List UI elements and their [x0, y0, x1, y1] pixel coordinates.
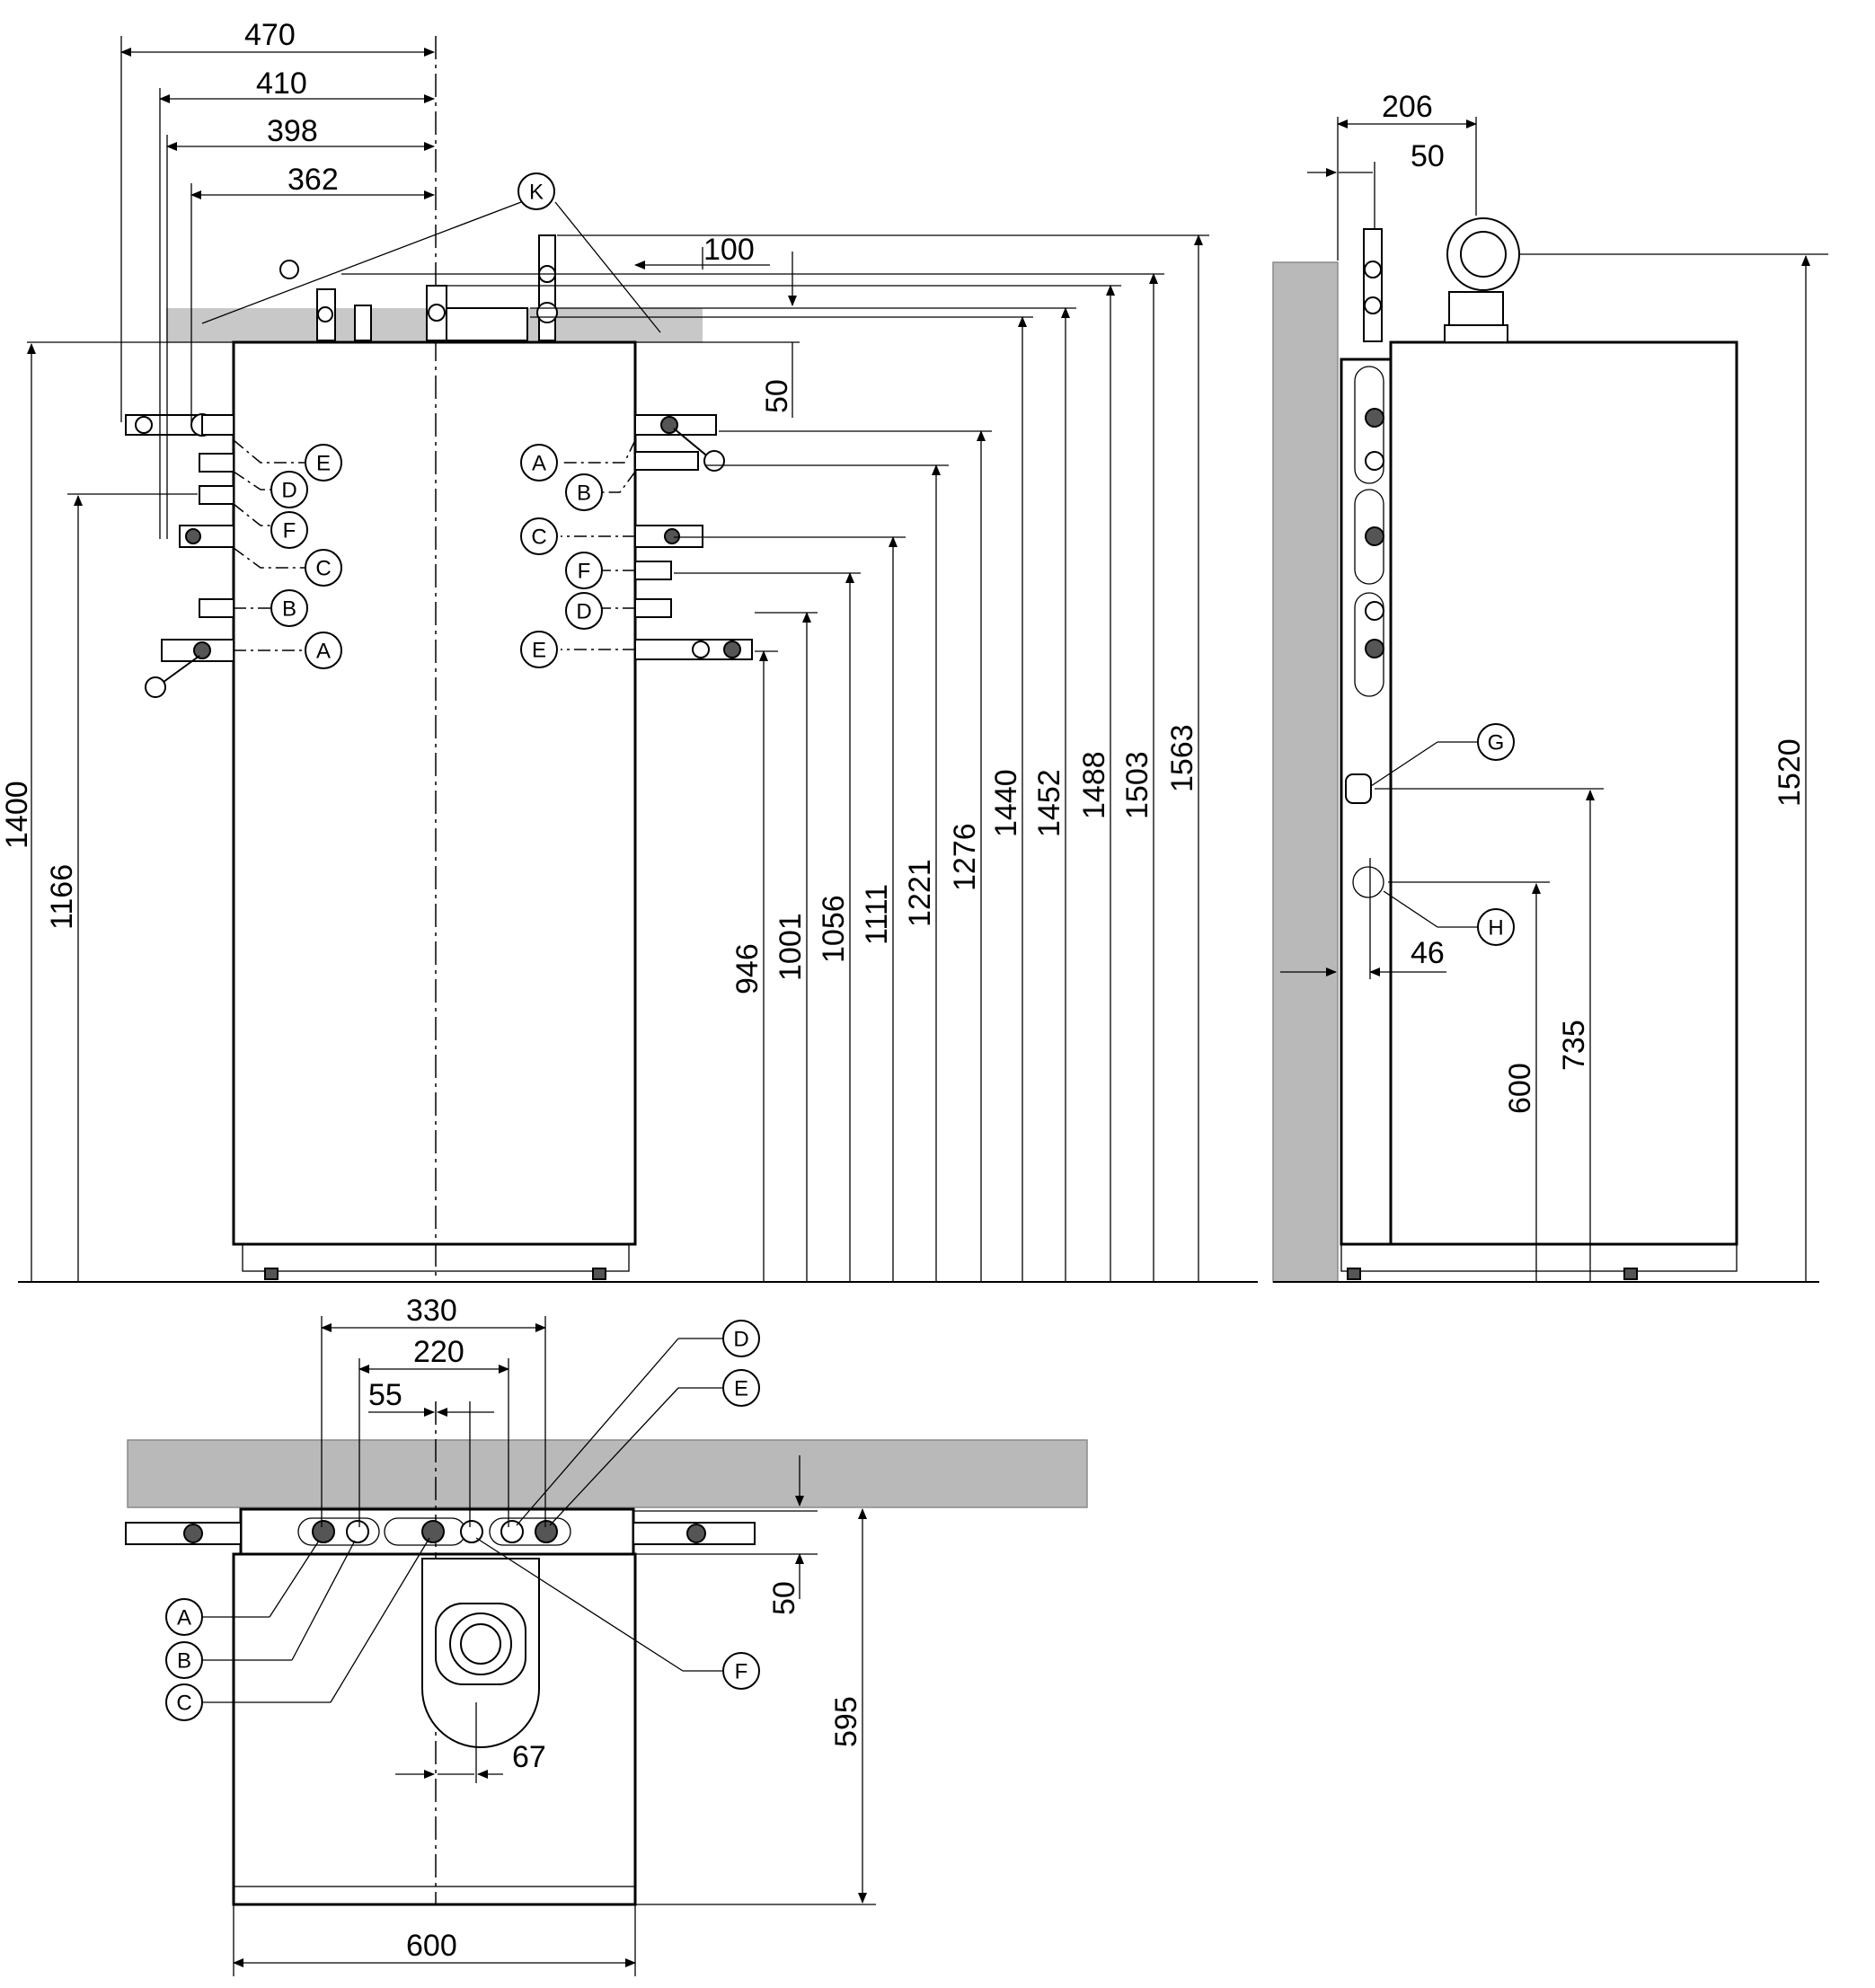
dim-600-plan: 600	[406, 1929, 457, 1963]
label-E-right: E	[532, 639, 546, 663]
plan-label-D: D	[733, 1328, 748, 1352]
dim-67: 67	[512, 1740, 546, 1774]
plan-label-C: C	[176, 1692, 191, 1716]
right-vertical-dimensions	[341, 234, 1209, 1282]
dim-1166: 1166	[45, 864, 79, 930]
dim-100: 100	[703, 233, 755, 267]
dim-1520: 1520	[1773, 738, 1807, 807]
foot-left	[264, 1268, 279, 1280]
dim-1452: 1452	[1032, 769, 1066, 837]
plan-connection-D	[500, 1520, 524, 1543]
dim-50-side: 50	[1411, 139, 1445, 173]
side-view: G H 206 50 46 1520 735 600	[1272, 90, 1828, 1283]
dim-1111: 1111	[860, 884, 894, 945]
dim-1001: 1001	[774, 913, 808, 981]
plan-view: A B C D E F 330 220 55 50 595 67 600	[125, 1294, 1088, 1976]
dim-362: 362	[287, 163, 339, 197]
plan-connection-C	[421, 1520, 445, 1543]
label-H: H	[1488, 916, 1503, 941]
dim-55: 55	[368, 1378, 402, 1412]
front-dimension-texts: 470 410 398 362 100 50 1400 1166 946 100…	[0, 18, 1199, 994]
label-F-right: F	[578, 560, 591, 584]
dim-50-top: 50	[760, 379, 794, 413]
top-fittings	[279, 234, 558, 341]
front-labels: E D F C B A A B C F D E K	[270, 172, 603, 669]
dim-50-plan: 50	[767, 1581, 801, 1615]
dim-735: 735	[1557, 1020, 1591, 1071]
right-fittings	[634, 414, 753, 660]
dim-1488: 1488	[1077, 751, 1111, 819]
front-view: E D F C B A A B C F D E K 470 410 398 36…	[0, 18, 1258, 1283]
dim-410: 410	[256, 66, 307, 101]
foot-right	[592, 1268, 606, 1280]
side-wall	[1272, 261, 1339, 1283]
valve-handle-top	[279, 260, 299, 279]
connection-G	[1345, 773, 1372, 804]
dim-330: 330	[406, 1294, 457, 1328]
label-A-right: A	[532, 452, 546, 476]
dim-398: 398	[267, 114, 318, 148]
left-fittings	[125, 413, 234, 698]
label-G: G	[1488, 731, 1505, 755]
plan-connection-A	[312, 1520, 335, 1543]
plan-wall	[127, 1439, 1088, 1508]
plan-connection-F	[460, 1520, 483, 1543]
dim-206: 206	[1382, 90, 1433, 124]
plan-connection-E	[535, 1520, 558, 1543]
dim-595: 595	[829, 1696, 863, 1747]
side-base	[1340, 1243, 1738, 1272]
dim-1276: 1276	[948, 823, 982, 891]
label-leaders	[201, 201, 661, 651]
label-K: K	[529, 181, 544, 205]
label-C-left: C	[315, 557, 331, 581]
dim-1221: 1221	[903, 859, 937, 927]
label-E-left: E	[316, 452, 331, 476]
plan-connection-B	[346, 1520, 369, 1543]
dim-1400: 1400	[0, 781, 34, 849]
plan-label-F: F	[735, 1660, 748, 1684]
dim-946: 946	[730, 943, 765, 994]
dim-1563: 1563	[1165, 724, 1199, 792]
label-A-left: A	[316, 640, 331, 664]
dim-1056: 1056	[817, 895, 851, 963]
dim-470: 470	[244, 18, 296, 52]
dim-1503: 1503	[1120, 751, 1154, 819]
plan-label-B: B	[177, 1649, 191, 1674]
dim-220: 220	[413, 1335, 464, 1369]
label-B-left: B	[282, 597, 296, 622]
side-housing	[1389, 340, 1738, 1246]
dim-600: 600	[1503, 1063, 1537, 1114]
top-dimension-lines	[120, 36, 797, 539]
label-C-right: C	[531, 526, 546, 550]
connection-H	[1352, 866, 1384, 898]
label-F-left: F	[283, 519, 296, 543]
plan-label-E: E	[734, 1377, 748, 1401]
plan-label-A: A	[177, 1606, 191, 1630]
dim-1440: 1440	[989, 769, 1023, 837]
dim-46: 46	[1411, 936, 1445, 970]
label-D-left: D	[281, 479, 296, 503]
label-D-right: D	[576, 600, 591, 624]
label-B-right: B	[577, 482, 591, 506]
left-vertical-dimensions	[27, 343, 198, 1282]
